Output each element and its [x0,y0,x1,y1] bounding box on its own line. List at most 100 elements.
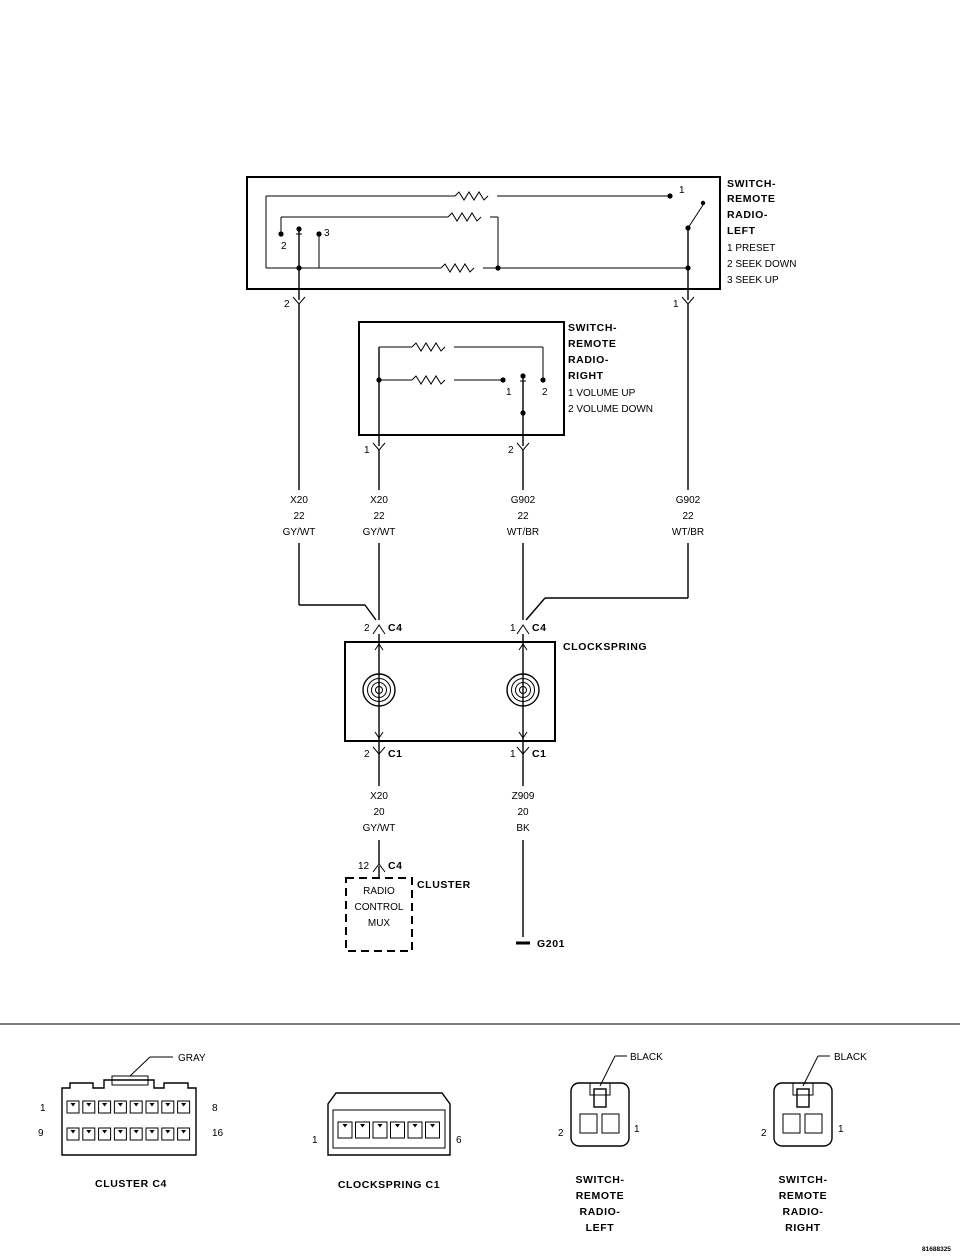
clockspring: 2 C4 1 C4 CLOCKSPRING 2 C1 1 C1 [344,622,647,760]
right-switch-title-2: REMOTE [568,338,617,350]
cluster-c4-cavity [161,1127,175,1141]
switch-left-view-pin-2: 2 [558,1128,564,1139]
clockspring-c1-cavity-latch [412,1124,418,1128]
clockspring-title: CLOCKSPRING [563,641,647,653]
clockspring-c1-cavity [372,1121,388,1139]
cluster-module-line-2: CONTROL [355,902,404,913]
cluster-c4-cavity-latch [117,1130,123,1134]
cluster-c4-cavity-latch [165,1130,171,1134]
cluster-c4-cavity [177,1100,191,1114]
left-switch-title-4: LEFT [727,225,756,237]
wire-circuit: G902 [676,495,701,506]
connector-view-cluster-c4: GRAY 1 8 9 16 CLUSTER C4 [38,1053,224,1190]
cluster-c4-cavity [145,1100,159,1114]
connector-view-switch-right: BLACK 2 1 SWITCH- REMOTE RADIO- RIGHT [761,1052,867,1234]
wire-color: GY/WT [283,527,316,538]
clockspring-coil-right [506,673,540,707]
left-switch-function-1: 1 PRESET [727,243,775,254]
switch-left-view-pin-1: 1 [634,1124,640,1135]
cluster-c4-cavity-latch [102,1130,108,1134]
cluster-c4-cavity-latch [181,1130,187,1134]
cluster-c4-cavity [177,1127,191,1141]
clockspring-c1-cavity-latch [360,1124,365,1128]
wire-circuit: X20 [370,791,388,802]
lower-wiring [378,755,524,937]
wire-gauge: 22 [373,511,385,522]
cluster-c4-cavity [161,1100,175,1114]
left-switch-function-2: 2 SEEK DOWN [727,259,796,270]
clockspring-c4-label: C4 [532,622,547,634]
cluster-c4-cavity-latch [86,1130,92,1134]
ground-g201: G201 [516,938,564,950]
wire-z909-ground: Z909 20 BK [512,791,535,834]
right-switch-function-1: 1 VOLUME UP [568,388,636,399]
switch-right-caption-4: RIGHT [785,1222,821,1234]
cluster-module: 12 C4 CLUSTER RADIO CONTROL MUX [345,860,471,952]
cluster-c4-cavity-latch [133,1130,139,1134]
switch-left-caption-2: REMOTE [576,1190,625,1202]
right-switch-title-1: SWITCH- [568,322,617,334]
right-switch-pin-1: 1 [506,387,512,398]
cluster-c4-cavity-latch [70,1130,76,1134]
wire-circuit: Z909 [512,791,535,802]
clockspring-c1-pin-2: 2 [364,749,370,760]
cluster-c4-cavity-latch [117,1103,123,1107]
cluster-c4-pin-1: 1 [40,1103,46,1114]
left-switch-pin-2: 2 [281,241,287,252]
clockspring-c4-pin-2: 2 [364,623,370,634]
wire-gauge: 20 [517,807,529,818]
cluster-c4-cavity [82,1127,96,1141]
right-switch-title-3: RADIO- [568,354,609,366]
switch-left-caption-4: LEFT [586,1222,615,1234]
left-switch-title-3: RADIO- [727,209,768,221]
wire-g902-left-switch: G902 22 WT/BR [672,495,704,538]
wire-x20-right-switch: X20 22 GY/WT [363,495,396,538]
cluster-c4-cavity [98,1127,112,1141]
cluster-c4-cavity [129,1100,143,1114]
cluster-c4-cavity [129,1127,143,1141]
cluster-c4-cavity-latch [70,1103,76,1107]
clockspring-c1-cavity-latch [342,1124,348,1128]
clockspring-c4-pin-1: 1 [510,623,516,634]
cluster-c4-cavity [66,1127,80,1141]
cluster-c4-cavity [82,1100,96,1114]
clockspring-c1-label: C1 [532,748,547,760]
switch-left-caption-1: SWITCH- [575,1174,624,1186]
cluster-c4-pin-16: 16 [212,1128,224,1139]
cluster-c4-cavity-latch [149,1130,155,1134]
cluster-c4-pin-8: 8 [212,1103,218,1114]
clockspring-c1-cavity-latch [395,1124,400,1128]
wire-gauge: 20 [373,807,385,818]
wire-circuit: X20 [370,495,388,506]
wire-color: WT/BR [507,527,539,538]
switch-left-view-color: BLACK [630,1052,663,1063]
clockspring-c1-view-pin-6: 6 [456,1135,462,1146]
right-switch-connector-pin-2: 2 [508,445,514,456]
switch-right-view-pin-1: 1 [838,1124,844,1135]
clockspring-c1-label: C1 [388,748,403,760]
cluster-c4-cavity [66,1100,80,1114]
switch-left-caption-3: RADIO- [580,1206,621,1218]
wire-circuit: G902 [511,495,536,506]
clockspring-c1-cavity [337,1121,353,1139]
left-switch-pin-1: 1 [679,185,685,196]
right-switch-title-4: RIGHT [568,370,604,382]
cluster-title: CLUSTER [417,879,471,891]
clockspring-c1-cavity-latch [377,1124,383,1128]
cluster-c4-cavity [113,1100,127,1114]
left-switch-pin-3: 3 [324,228,330,239]
clockspring-c1-cavity [390,1121,405,1139]
cluster-c4-cavity [98,1100,112,1114]
right-switch-connector-pin-1: 1 [364,445,370,456]
switch-right-caption-1: SWITCH- [778,1174,827,1186]
wire-gauge: 22 [293,511,305,522]
cluster-c4-cavity-latch [102,1103,108,1107]
cluster-c4-cavity-latch [149,1103,155,1107]
figure-id: 81688325 [922,1246,951,1253]
right-switch-pin-2: 2 [542,387,548,398]
switch-right-caption-3: RADIO- [783,1206,824,1218]
cluster-c4-cavity-latch [133,1103,139,1107]
wire-circuit: X20 [290,495,308,506]
clockspring-coil-left [362,673,396,707]
